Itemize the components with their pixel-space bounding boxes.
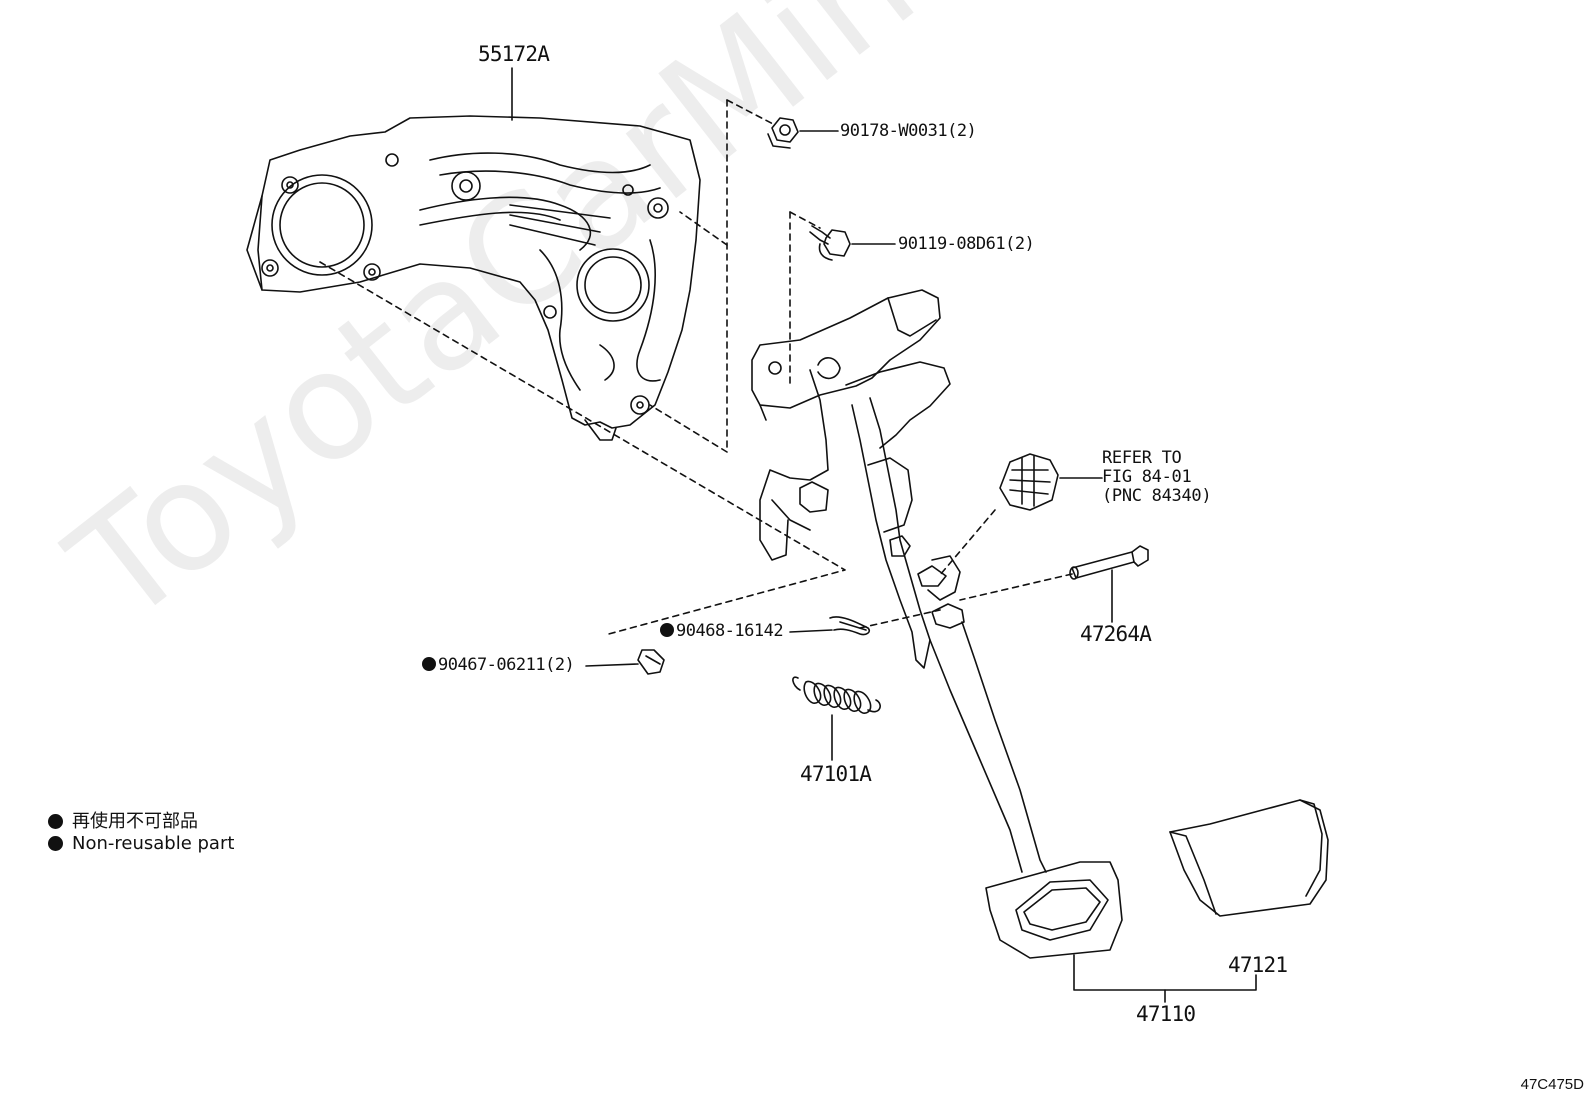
- part-label-55172a: 55172A: [478, 42, 550, 66]
- refer-line-3: (PNC 84340): [1102, 486, 1212, 506]
- bushing-drawing: [637, 649, 665, 675]
- legend-dot-icon: [48, 814, 63, 829]
- stop-lamp-switch-drawing: [999, 453, 1059, 511]
- clip-leader: [789, 629, 833, 633]
- legend-english: Non-reusable part: [48, 833, 234, 854]
- clip-drawing: [829, 616, 871, 636]
- clevis-pin-drawing: [1069, 545, 1149, 580]
- part-label-47264a: 47264A: [1080, 622, 1152, 646]
- figure-code: 47C475D: [1520, 1076, 1584, 1093]
- assembly-bracket-lines: [1073, 954, 1257, 1003]
- return-spring-drawing: [792, 676, 881, 714]
- non-reusable-dot-icon: [660, 623, 674, 637]
- part-label-90119: 90119-08D61(2): [898, 234, 1035, 254]
- pedal-support-drawing: [751, 289, 1123, 959]
- part-label-90178: 90178-W0031(2): [840, 121, 977, 141]
- flange-nut-drawing: [767, 117, 799, 149]
- non-reusable-dot-icon: [422, 657, 436, 671]
- pedal-bracket-drawing: [246, 115, 701, 441]
- part-label-47121: 47121: [1228, 953, 1288, 977]
- legend-dot-icon: [48, 836, 63, 851]
- pedal-pad-drawing: [1169, 799, 1329, 917]
- refer-to-note: REFER TO FIG 84-01 (PNC 84340): [1102, 448, 1212, 506]
- refer-line-2: FIG 84-01: [1102, 467, 1192, 487]
- part-label-90467: 90467-06211(2): [422, 657, 575, 674]
- bushing-leader: [585, 663, 639, 667]
- part-label-47110: 47110: [1136, 1002, 1196, 1026]
- part-label-47101a: 47101A: [800, 762, 872, 786]
- legend-japanese: 再使用不可部品: [48, 807, 198, 833]
- assembly-guides: [319, 99, 1073, 636]
- part-label-90468: 90468-16142: [660, 623, 784, 640]
- flange-bolt-drawing: [809, 225, 851, 261]
- refer-line-1: REFER TO: [1102, 448, 1182, 468]
